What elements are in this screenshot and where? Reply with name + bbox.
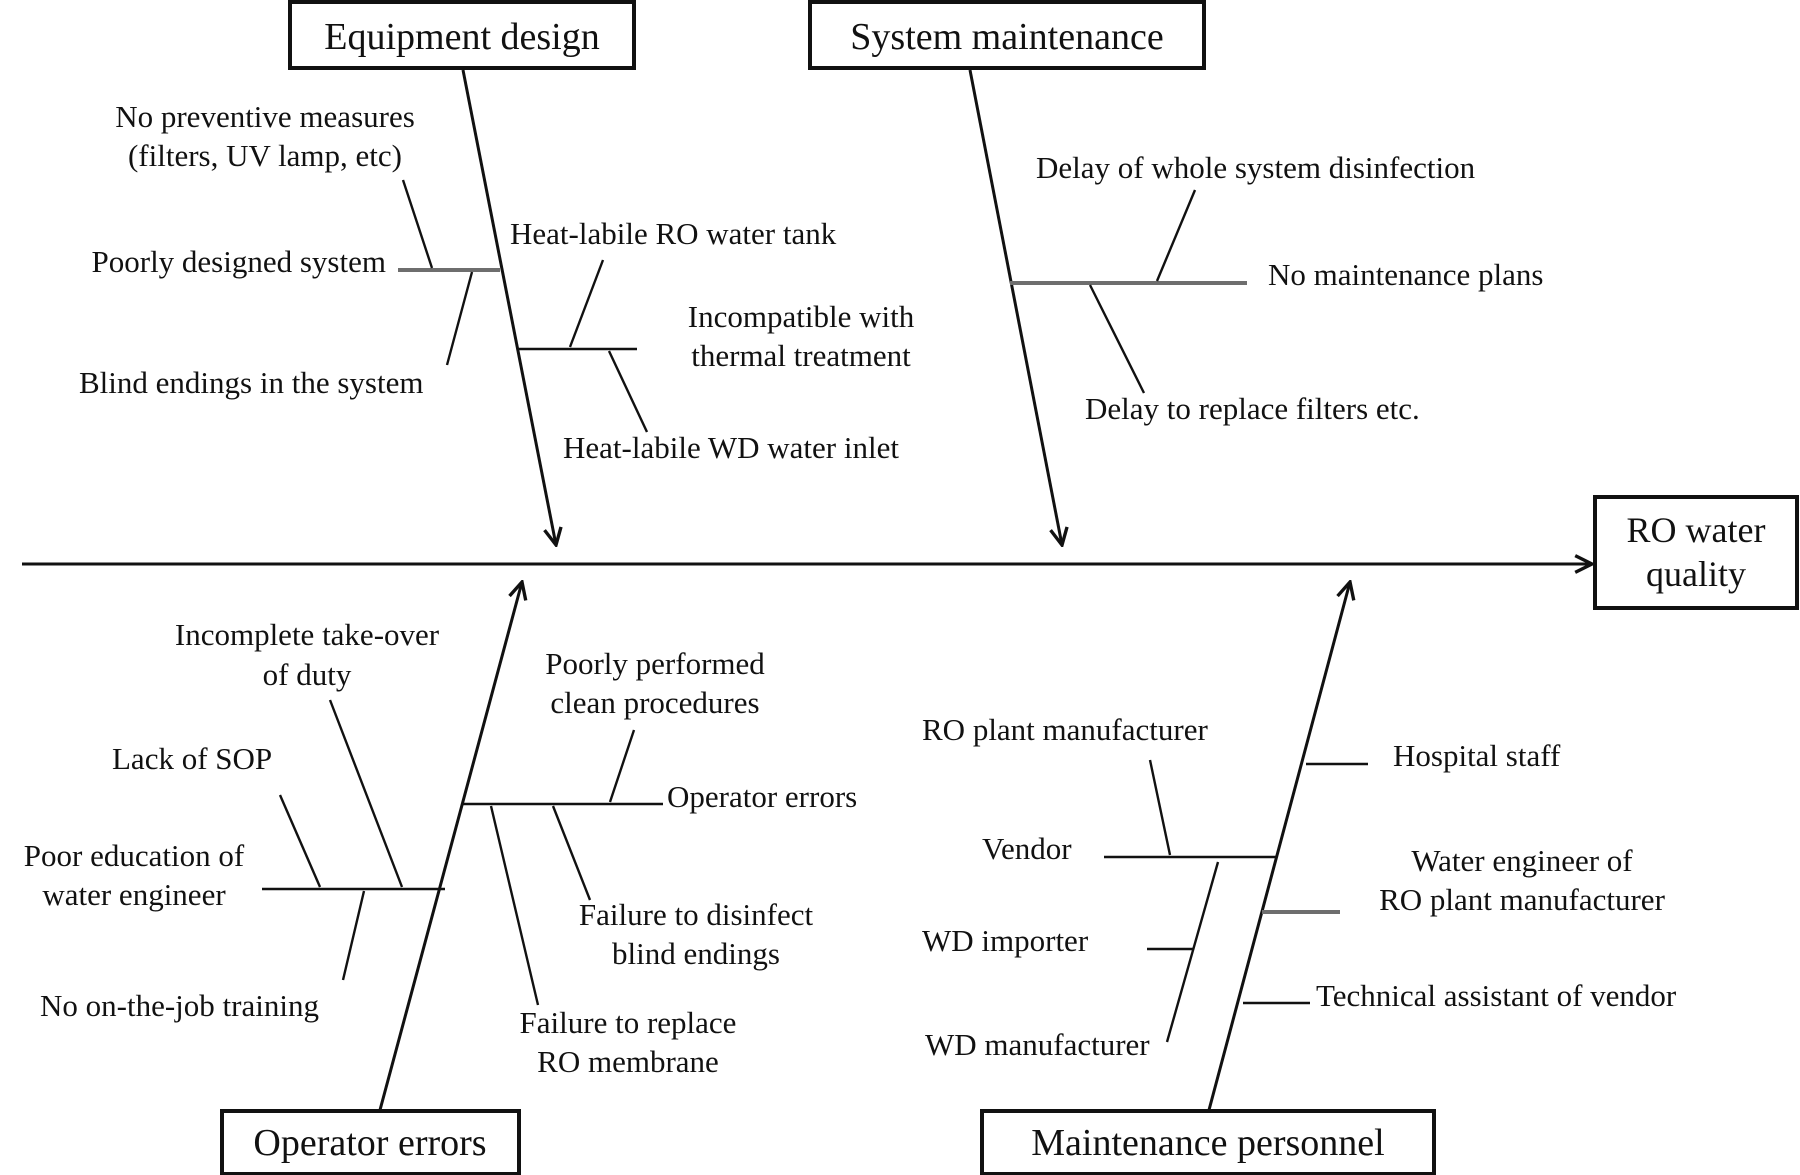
cause-no-maintenance-plans: No maintenance plans bbox=[1268, 257, 1543, 292]
cause-poor-education-line2: water engineer bbox=[42, 877, 226, 912]
equipment-design-branches bbox=[398, 179, 649, 433]
category-label-maintenance-personnel: Maintenance personnel bbox=[1031, 1122, 1384, 1164]
cause-poorly-designed-system: Poorly designed system bbox=[92, 244, 387, 279]
effect-box: RO water quality bbox=[1593, 495, 1799, 610]
bone-system-maintenance bbox=[968, 69, 1062, 545]
cause-heat-labile-inlet: Heat-labile WD water inlet bbox=[563, 430, 899, 465]
cause-fail-disinfect-line2: blind endings bbox=[612, 936, 780, 971]
system-maintenance-branches bbox=[1010, 189, 1247, 394]
cause-technical-assistant: Technical assistant of vendor bbox=[1316, 978, 1677, 1013]
effect-label-line1: RO water bbox=[1627, 510, 1766, 550]
cause-fail-disinfect-line1: Failure to disinfect bbox=[579, 897, 814, 932]
cause-no-training: No on-the-job training bbox=[40, 988, 319, 1023]
cause-blind-endings: Blind endings in the system bbox=[79, 365, 423, 400]
cause-operator-errors-sub: Operator errors bbox=[667, 779, 857, 814]
category-label-equipment-design: Equipment design bbox=[324, 16, 599, 58]
operator-errors-branches bbox=[262, 699, 663, 1006]
cause-clean-procedures-line2: clean procedures bbox=[550, 685, 759, 720]
bone-equipment-design bbox=[461, 69, 556, 545]
category-box-maintenance-personnel: Maintenance personnel bbox=[980, 1109, 1436, 1175]
cause-delay-disinfection: Delay of whole system disinfection bbox=[1036, 150, 1476, 185]
cause-clean-procedures-line1: Poorly performed bbox=[545, 646, 765, 681]
cause-wd-importer: WD importer bbox=[922, 923, 1089, 958]
cause-poor-education-line1: Poor education of bbox=[24, 838, 245, 873]
category-box-system-maintenance: System maintenance bbox=[808, 0, 1206, 70]
cause-water-engineer-line1: Water engineer of bbox=[1411, 843, 1633, 878]
category-label-operator-errors: Operator errors bbox=[253, 1122, 486, 1164]
cause-ro-plant-manufacturer: RO plant manufacturer bbox=[922, 712, 1208, 747]
cause-wd-manufacturer: WD manufacturer bbox=[925, 1027, 1150, 1062]
cause-incompatible-line2: thermal treatment bbox=[691, 338, 911, 373]
cause-heat-labile-tank: Heat-labile RO water tank bbox=[510, 216, 837, 251]
cause-lack-of-sop: Lack of SOP bbox=[112, 741, 272, 776]
cause-no-preventive-line1: No preventive measures bbox=[115, 99, 415, 134]
cause-takeover-line2: of duty bbox=[263, 657, 352, 692]
cause-hospital-staff: Hospital staff bbox=[1393, 738, 1561, 773]
category-box-equipment-design: Equipment design bbox=[288, 0, 636, 70]
category-box-operator-errors: Operator errors bbox=[220, 1109, 521, 1175]
cause-fail-replace-line1: Failure to replace bbox=[520, 1005, 737, 1040]
cause-no-preventive-line2: (filters, UV lamp, etc) bbox=[128, 138, 402, 173]
cause-delay-filters: Delay to replace filters etc. bbox=[1085, 391, 1420, 426]
cause-incompatible-line1: Incompatible with bbox=[688, 299, 915, 334]
cause-takeover-line1: Incomplete take-over bbox=[175, 617, 440, 652]
effect-label-line2: quality bbox=[1646, 554, 1746, 594]
maintenance-personnel-branches bbox=[1104, 759, 1368, 1043]
category-label-system-maintenance: System maintenance bbox=[850, 16, 1163, 58]
bone-operator-errors bbox=[378, 582, 522, 1111]
bone-maintenance-personnel bbox=[1207, 582, 1350, 1111]
cause-fail-replace-line2: RO membrane bbox=[537, 1044, 719, 1079]
cause-vendor: Vendor bbox=[982, 831, 1072, 866]
cause-water-engineer-line2: RO plant manufacturer bbox=[1379, 882, 1665, 917]
